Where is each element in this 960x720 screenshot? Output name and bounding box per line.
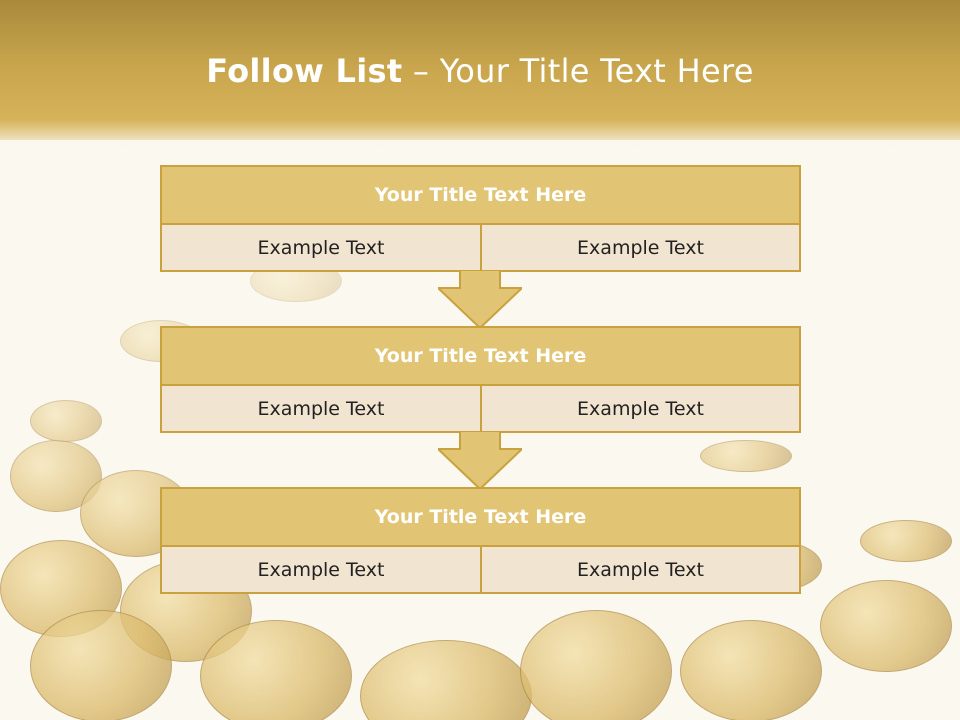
step-title: Your Title Text Here	[162, 489, 799, 547]
slide-title-rest: – Your Title Text Here	[402, 52, 754, 90]
step-box-2: Your Title Text Here Example Text Exampl…	[160, 326, 801, 433]
slide-title: Follow List – Your Title Text Here	[0, 52, 960, 90]
step-cell-left: Example Text	[162, 547, 482, 592]
slide-title-bold: Follow List	[206, 52, 403, 90]
step-cell-left: Example Text	[162, 225, 482, 270]
step-cell-left: Example Text	[162, 386, 482, 431]
step-title: Your Title Text Here	[162, 167, 799, 225]
step-box-3: Your Title Text Here Example Text Exampl…	[160, 487, 801, 594]
header-band	[0, 0, 960, 150]
step-box-1: Your Title Text Here Example Text Exampl…	[160, 165, 801, 272]
step-cell-right: Example Text	[482, 386, 799, 431]
step-cell-right: Example Text	[482, 225, 799, 270]
down-arrow-icon	[438, 431, 522, 491]
step-title: Your Title Text Here	[162, 328, 799, 386]
down-arrow-icon	[438, 270, 522, 330]
step-cell-right: Example Text	[482, 547, 799, 592]
